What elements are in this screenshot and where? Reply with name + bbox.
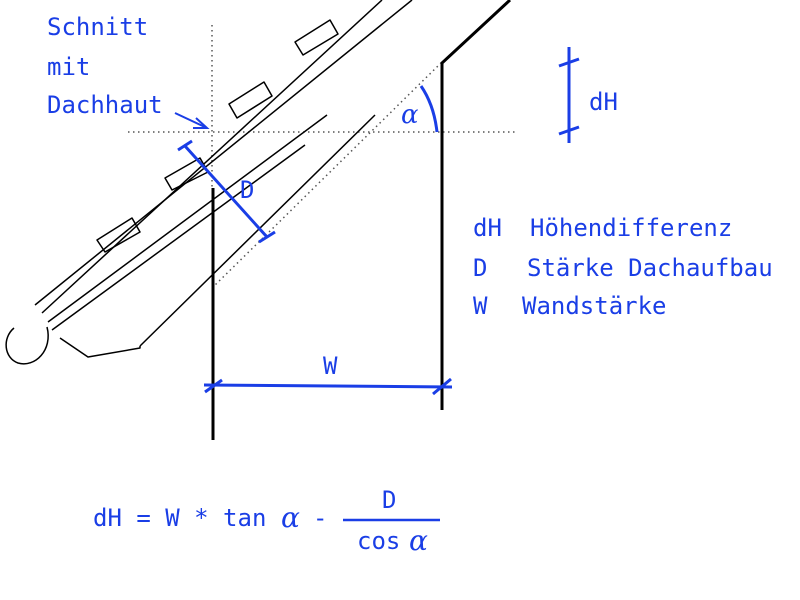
wall-right-face [440, 0, 512, 410]
callout-arrow [174, 112, 210, 129]
gutter [5, 326, 49, 365]
rafter-end [59, 337, 141, 358]
callout-label: Schnitt mit Dachhaut [47, 13, 163, 119]
legend-symbol: W [473, 292, 488, 320]
d-dimension [177, 139, 276, 244]
legend-symbol: dH [473, 214, 502, 242]
legend-text: Stärke Dachaufbau [527, 254, 773, 282]
roof-underside-line [139, 114, 376, 347]
walls [211, 0, 512, 440]
roof-tile [294, 19, 339, 56]
roof-tile [96, 217, 141, 253]
formula-numerator: D [382, 486, 396, 514]
dh-label: dH [589, 88, 618, 116]
alpha-label: α [401, 100, 419, 130]
formula: dH = W * tan α - D cos α [93, 486, 440, 557]
roof-tile [228, 81, 273, 119]
legend-text: Wandstärke [522, 292, 667, 320]
roof-line-4 [51, 144, 306, 331]
roof-line-2 [41, 0, 383, 314]
legend-symbol: D [473, 254, 487, 282]
formula-denominator: cos [357, 527, 400, 555]
roof-line-3 [47, 114, 328, 323]
formula-denominator-alpha: α [409, 524, 428, 557]
roof-line-1 [34, 0, 413, 306]
alpha-angle-arc [419, 85, 439, 133]
roof-structure [5, 0, 413, 365]
legend-text: Höhendifferenz [530, 214, 732, 242]
dh-dimension [558, 47, 580, 143]
formula-lhs: dH = W * tan [93, 504, 266, 532]
formula-minus: - [313, 504, 327, 532]
w-label: W [323, 352, 338, 380]
formula-alpha: α [281, 501, 300, 534]
w-dimension [203, 377, 453, 396]
sloped-dotted-line [211, 61, 443, 289]
d-label: D [240, 176, 254, 204]
legend: dH Höhendifferenz D Stärke Dachaufbau W … [473, 214, 773, 320]
reference-lines [128, 25, 515, 289]
